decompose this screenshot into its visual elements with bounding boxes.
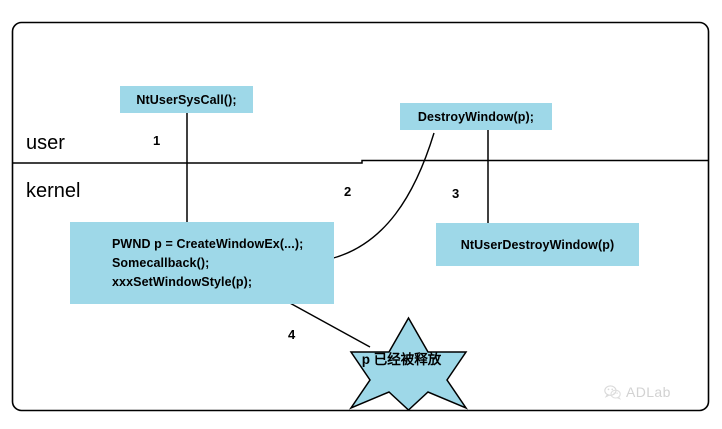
- wechat-icon: [604, 384, 621, 400]
- node-destroywindow-label: DestroyWindow(p);: [417, 109, 535, 124]
- zone-label-kernel: kernel: [26, 180, 81, 202]
- node-ntusersyscall: NtUserSysCall();: [120, 86, 253, 113]
- node-destroywindow: DestroyWindow(p);: [400, 103, 552, 130]
- star-shape: [348, 316, 469, 412]
- star-label: p 已经被释放: [361, 352, 442, 367]
- code-line-3: xxxSetWindowStyle(p);: [112, 274, 253, 289]
- step-number-3: 3: [452, 186, 460, 201]
- code-line-2: Somecallback();: [112, 255, 210, 270]
- user-kernel-divider: [13, 159, 708, 164]
- step-number-2: 2: [344, 184, 352, 199]
- node-ntuserdestroywindow: NtUserDestroyWindow(p): [436, 223, 639, 266]
- outer-frame: [11, 21, 710, 412]
- watermark: ADLab: [604, 384, 671, 400]
- zone-label-user: user: [26, 132, 65, 154]
- node-code-block: PWND p = CreateWindowEx(...); Somecallba…: [70, 222, 334, 304]
- node-ntuserdestroywindow-label: NtUserDestroyWindow(p): [460, 237, 615, 252]
- step-number-4: 4: [288, 327, 296, 342]
- connector-destroywindow-to-somecallback: [240, 132, 435, 260]
- step-number-1: 1: [153, 133, 161, 148]
- code-line-1: PWND p = CreateWindowEx(...);: [112, 236, 304, 251]
- node-ntusersyscall-label: NtUserSysCall();: [136, 92, 237, 107]
- watermark-text: ADLab: [626, 384, 671, 400]
